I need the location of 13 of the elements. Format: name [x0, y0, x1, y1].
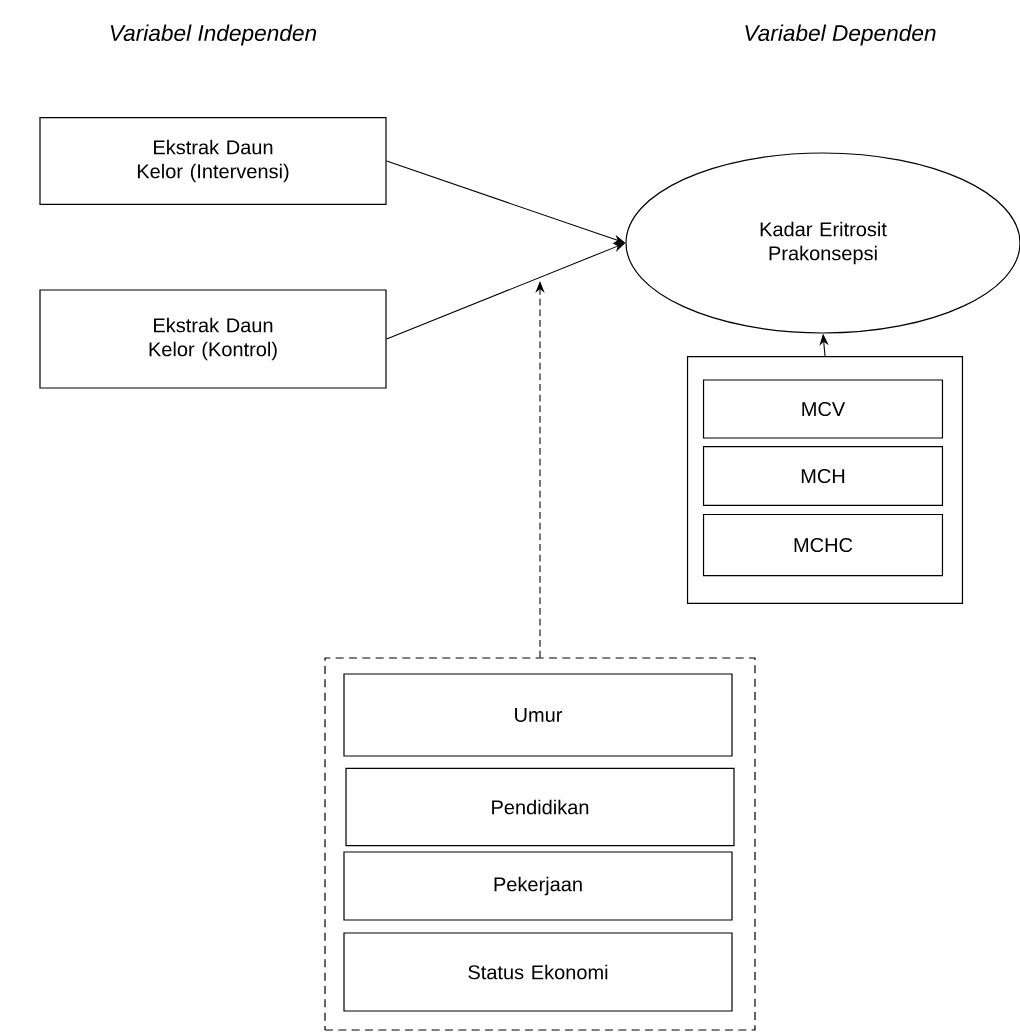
group-box	[686, 355, 964, 605]
variable-box: Pekerjaan	[343, 851, 733, 921]
variable-box: Status Ekonomi	[343, 932, 733, 1012]
heading-label: Variabel Dependen	[745, 24, 936, 46]
dashed-group-box	[324, 657, 756, 1031]
variable-box: MCH	[702, 445, 944, 507]
variable-box: Ekstrak Daun Kelor (Kontrol)	[39, 289, 387, 389]
heading-label: Variabel Independen	[110, 24, 317, 46]
variable-box: Ekstrak Daun Kelor (Intervensi)	[39, 116, 387, 206]
variable-box: Umur	[343, 673, 733, 757]
variable-box: Pendidikan	[345, 767, 735, 847]
variable-box: MCV	[702, 379, 944, 439]
variable-box: MCHC	[702, 513, 944, 577]
